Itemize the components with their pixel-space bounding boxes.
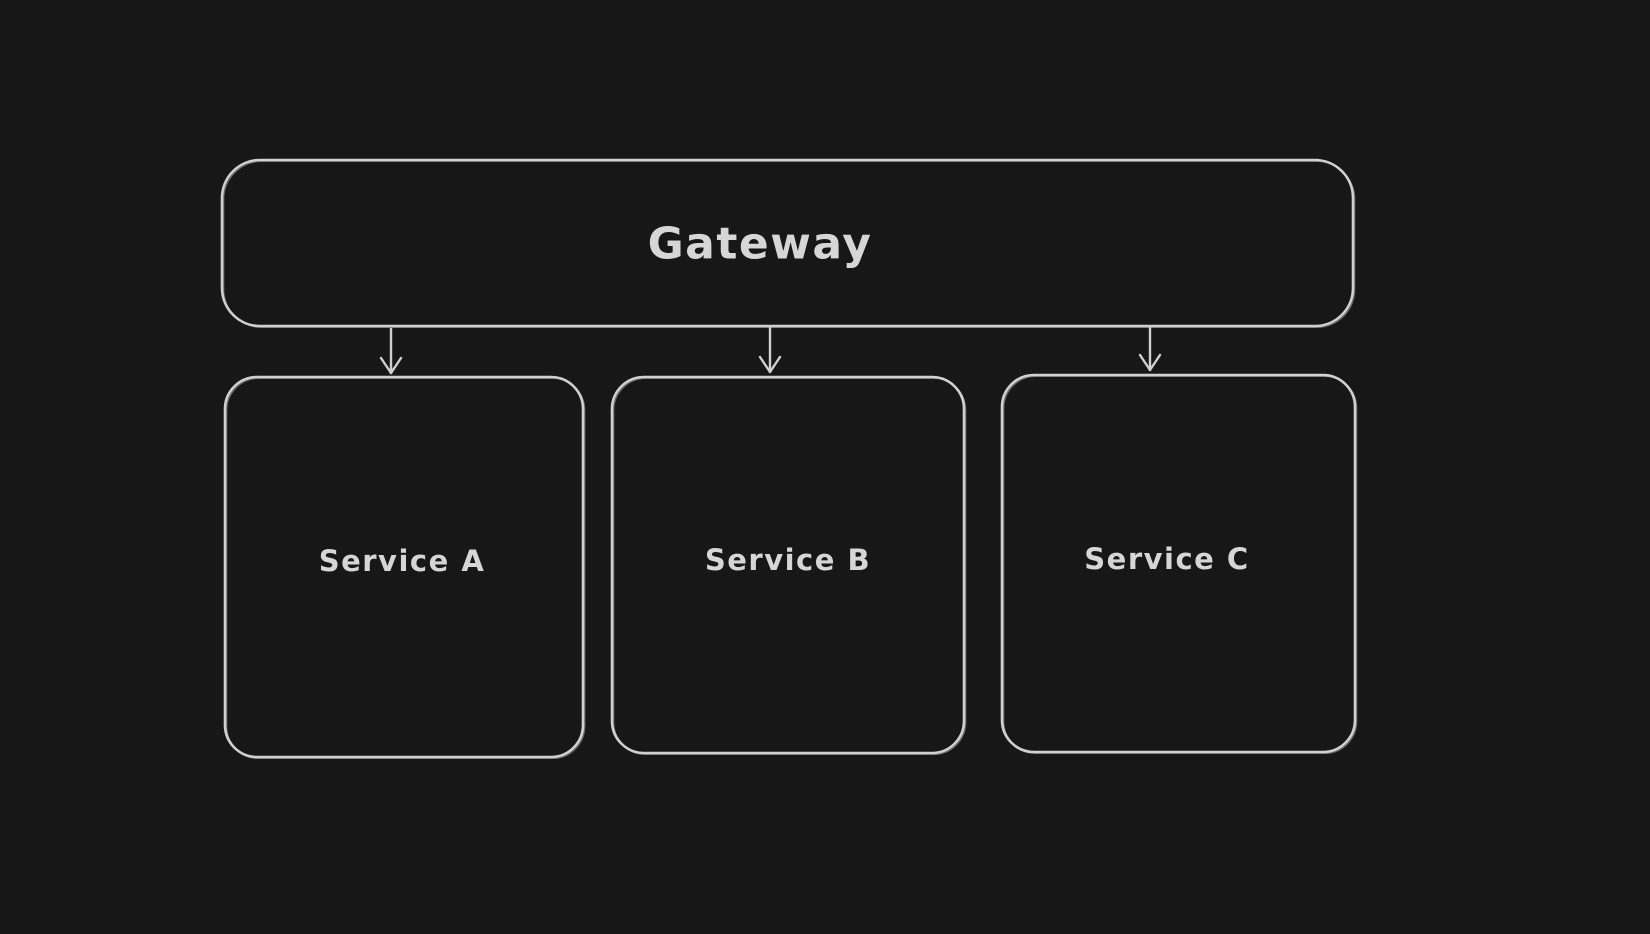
service-a-box-sketch-pass bbox=[225, 377, 586, 760]
arrowhead-icon bbox=[379, 356, 403, 375]
node-gateway[interactable]: Gateway bbox=[220, 158, 1356, 329]
arrow-gateway-to-service-b[interactable] bbox=[758, 327, 782, 374]
arrow-gateway-to-service-c[interactable] bbox=[1138, 325, 1162, 372]
service-c-box-sketch-pass bbox=[1002, 375, 1358, 755]
arrow-gateway-to-service-a[interactable] bbox=[379, 328, 403, 375]
node-service-a[interactable]: Service A bbox=[223, 375, 586, 760]
gateway-box-sketch-pass bbox=[222, 160, 1356, 329]
service-b-box[interactable] bbox=[610, 375, 966, 755]
service-c-label: Service C bbox=[1084, 542, 1249, 576]
service-b-box-sketch-pass bbox=[612, 377, 967, 756]
gateway-box[interactable] bbox=[220, 158, 1355, 328]
node-service-b[interactable]: Service B bbox=[610, 375, 967, 756]
service-b-label: Service B bbox=[705, 543, 871, 577]
node-service-c[interactable]: Service C bbox=[1000, 373, 1358, 755]
arrowhead-icon bbox=[758, 355, 782, 374]
service-a-label: Service A bbox=[319, 544, 486, 578]
service-c-box[interactable] bbox=[1000, 373, 1357, 754]
service-a-box[interactable] bbox=[223, 375, 585, 759]
gateway-label: Gateway bbox=[648, 219, 873, 270]
arrowhead-icon bbox=[1138, 353, 1162, 372]
